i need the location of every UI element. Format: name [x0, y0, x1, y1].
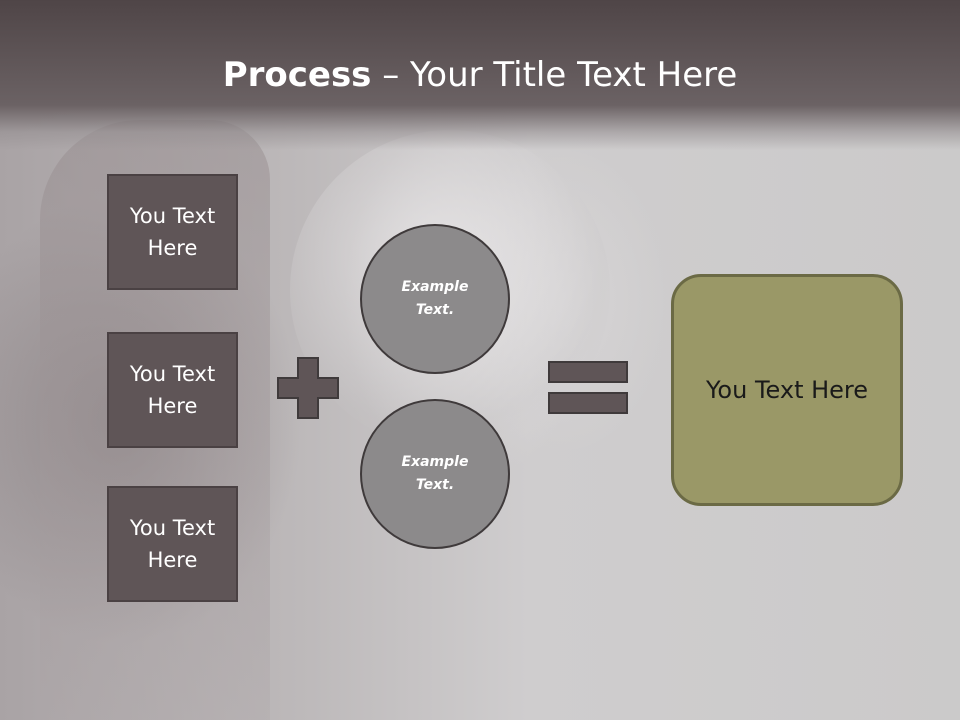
result-box: You Text Here [671, 274, 903, 506]
input-box-3-label: You Text Here [129, 516, 216, 572]
input-box-1: You Text Here [107, 174, 238, 290]
plus-icon [277, 357, 339, 419]
title-rest: – Your Title Text Here [371, 55, 738, 95]
input-box-2: You Text Here [107, 332, 238, 448]
input-box-2-label: You Text Here [129, 362, 216, 418]
slide-title: Process – Your Title Text Here [0, 52, 960, 98]
equals-icon [548, 361, 628, 414]
example-circle-1: Example Text. [360, 224, 510, 374]
title-bold: Process [222, 55, 372, 95]
title-bar: Process – Your Title Text Here [0, 0, 960, 150]
example-circle-2-label: Example Text. [401, 454, 469, 493]
input-box-3: You Text Here [107, 486, 238, 602]
result-box-label: You Text Here [705, 376, 869, 404]
example-circle-2: Example Text. [360, 399, 510, 549]
example-circle-1-label: Example Text. [401, 279, 469, 318]
input-box-1-label: You Text Here [129, 204, 216, 260]
